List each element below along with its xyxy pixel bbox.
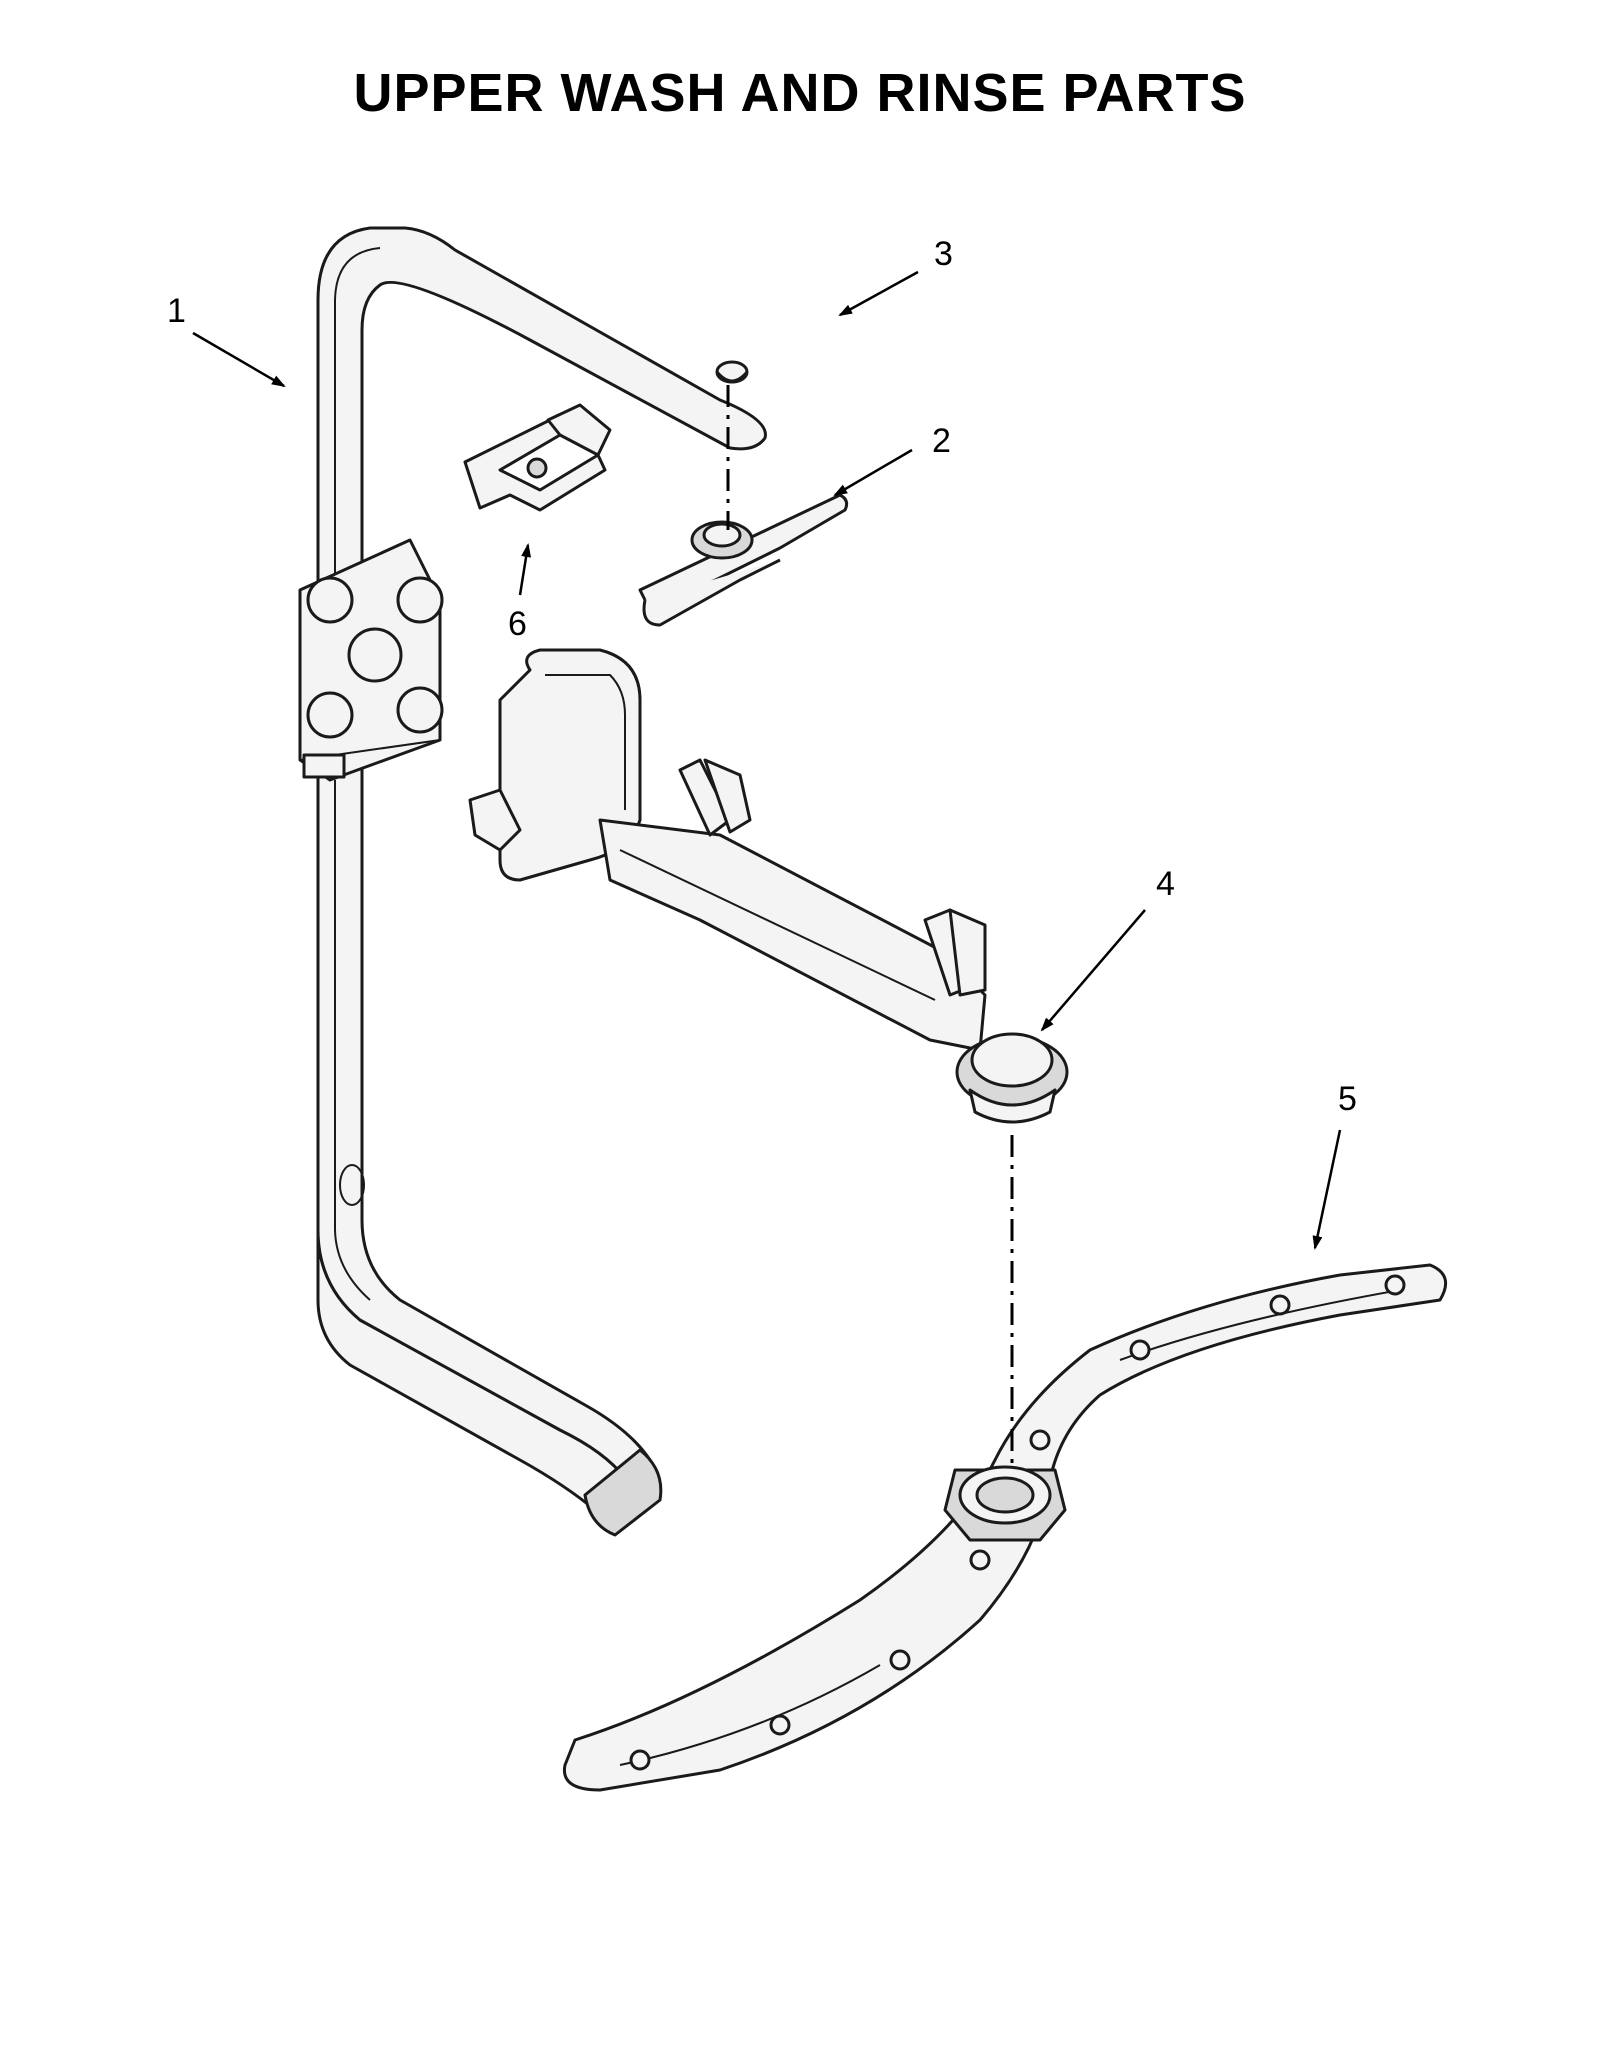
diagram-title: UPPER WASH AND RINSE PARTS (353, 63, 1247, 123)
part-3-cap (715, 360, 749, 384)
callout-6: 6 (508, 605, 527, 643)
part-1-supply-tube (298, 226, 767, 1537)
part-2-hub (638, 493, 849, 627)
part-4-spray-manifold (468, 648, 1069, 1124)
callout-2: 2 (932, 422, 951, 460)
leader-3 (838, 270, 919, 317)
callout-1: 1 (167, 292, 186, 330)
callout-4: 4 (1156, 865, 1175, 903)
leader-1 (192, 331, 286, 388)
callout-3: 3 (934, 235, 953, 273)
part-5-spray-arm (562, 1263, 1448, 1792)
leader-4 (1040, 909, 1146, 1032)
leader-5 (1312, 1129, 1342, 1250)
leader-2 (833, 448, 913, 497)
callout-5: 5 (1338, 1080, 1357, 1118)
leader-6 (518, 543, 532, 596)
part-6-bracket (463, 403, 612, 512)
